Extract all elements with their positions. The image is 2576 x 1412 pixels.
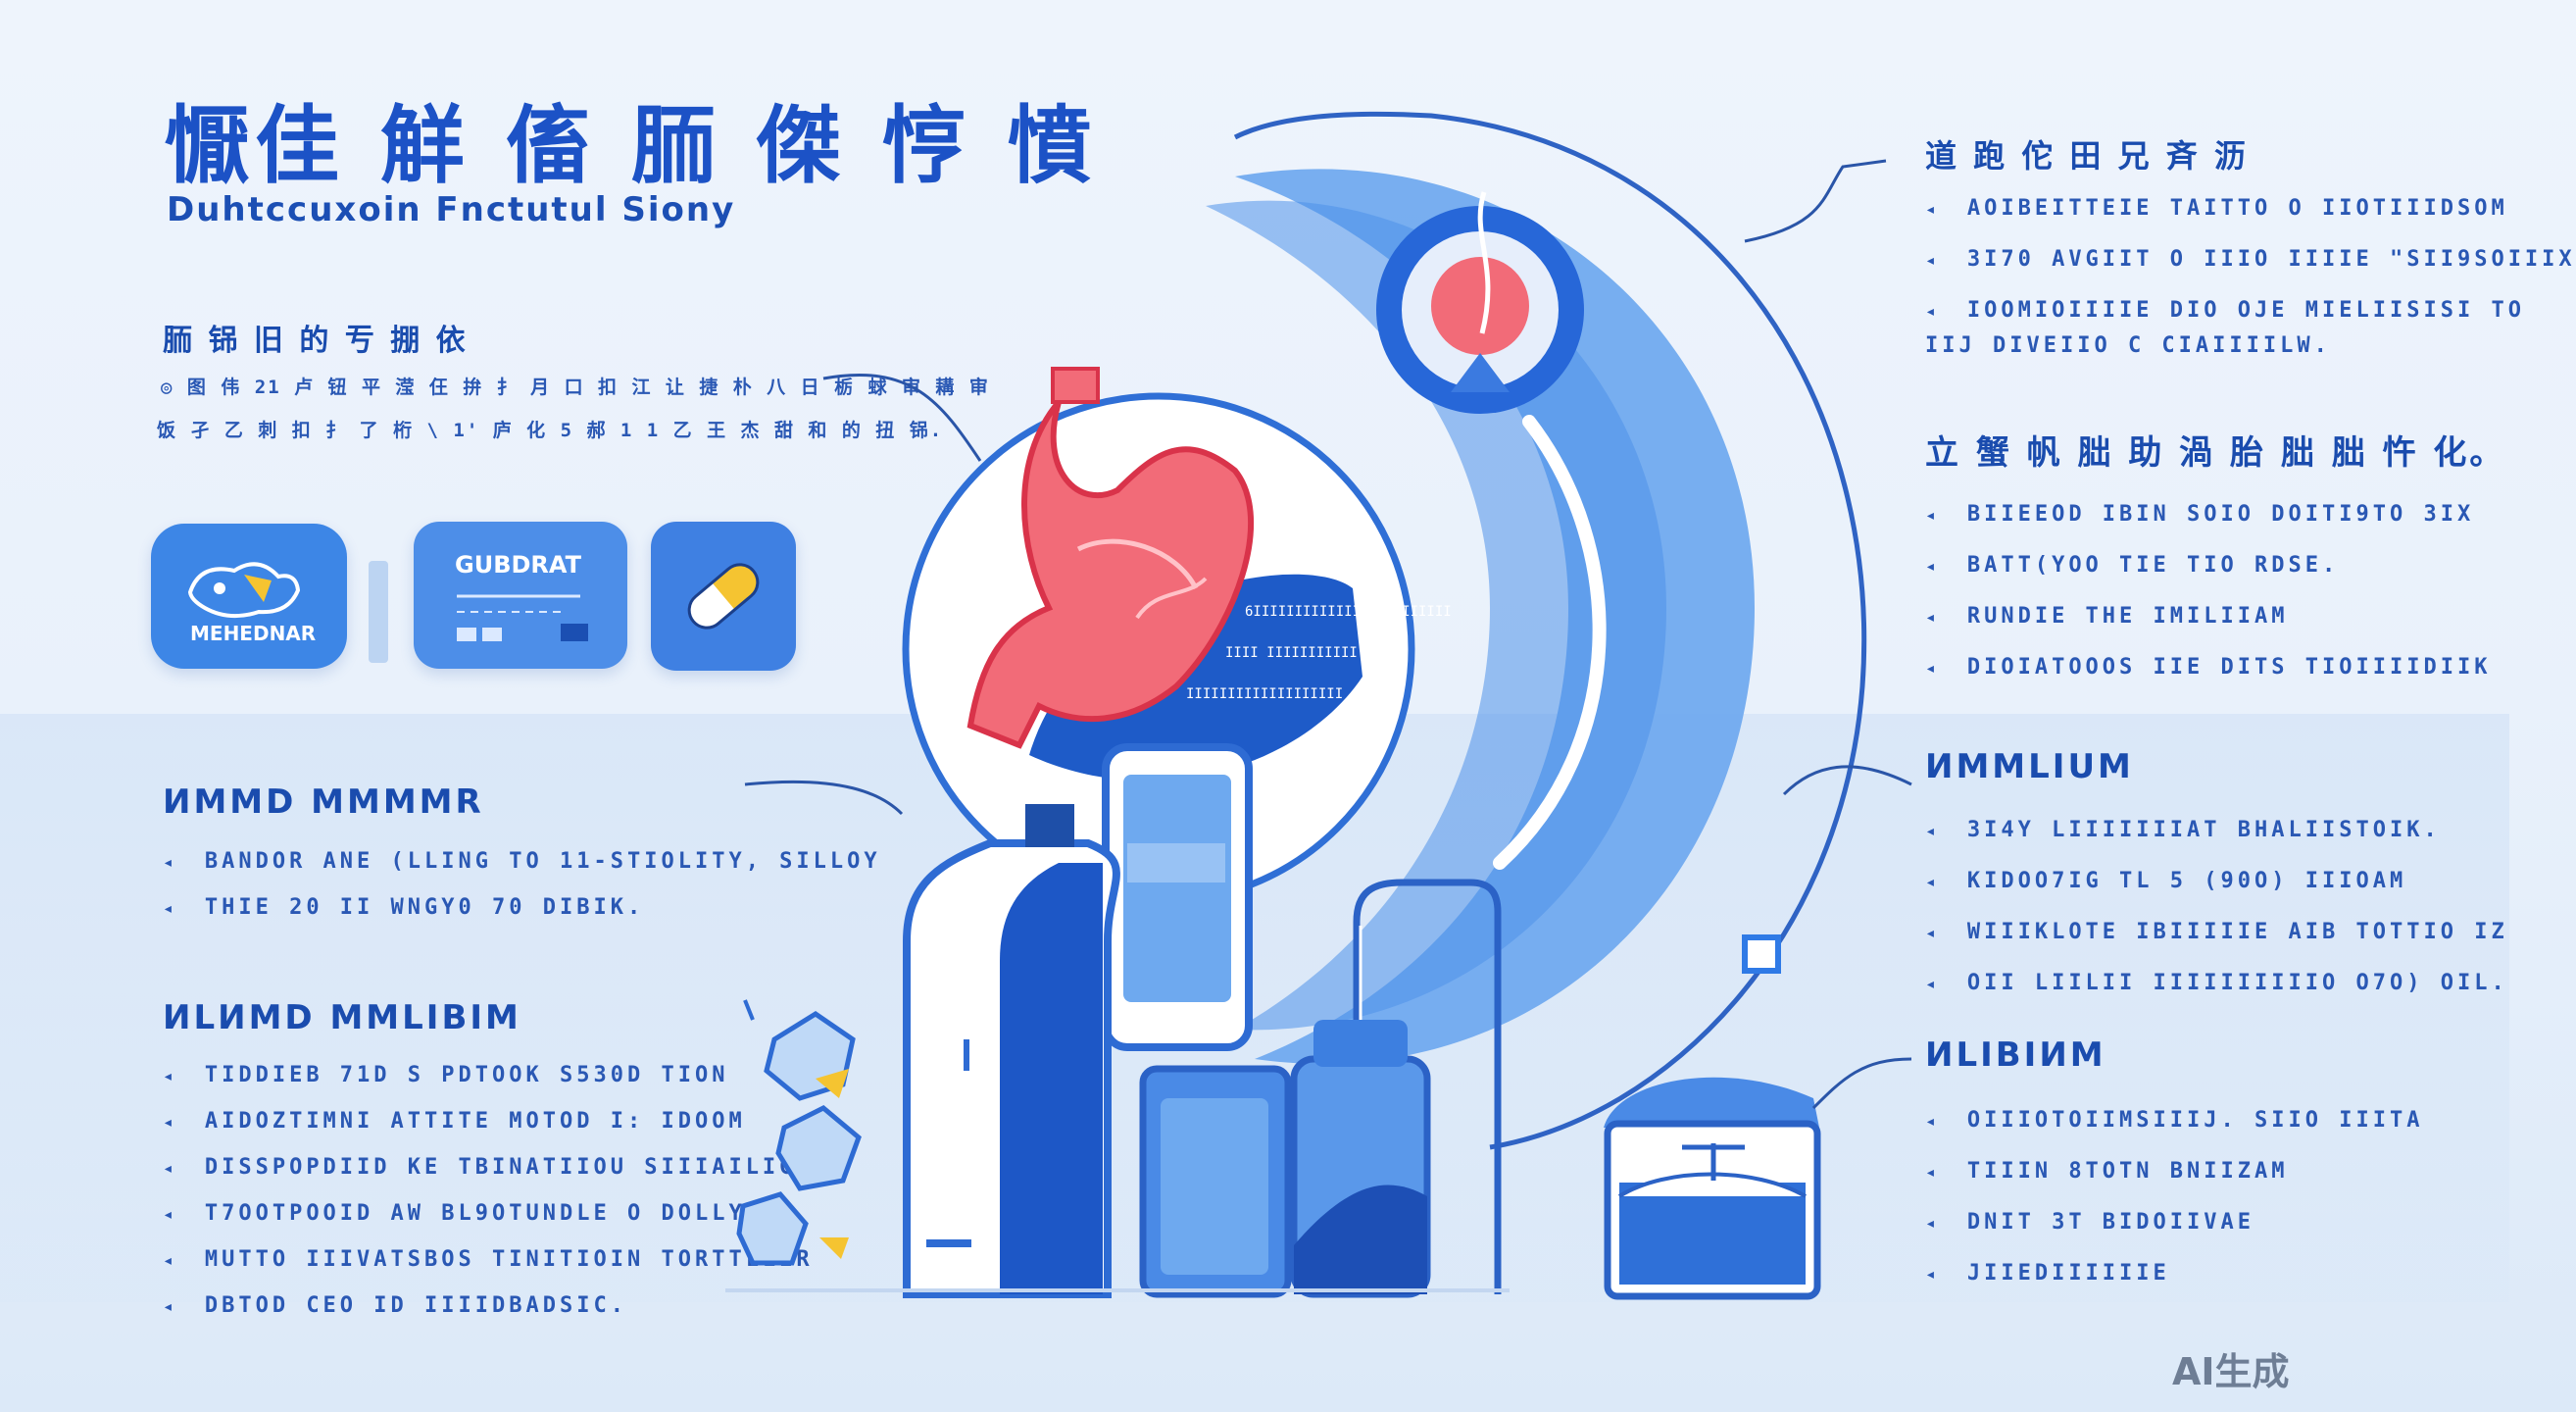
right-block4-list: OIIIOTOIIMSIIIJ. SIIO IIITA TIIIN 8TOTN …: [1925, 1108, 2423, 1312]
right-block2-list: BIIEEOD IBIN SOIO DOITI9TO 3IX BATT(YOO …: [1925, 502, 2491, 706]
intro-line-2: 饭 孑 乙 刺 扣 扌 了 桁 \ 1' 庐 化 5 郝 1 1 乙 王 杰 甜…: [157, 420, 944, 441]
stomach-icon: [966, 367, 1255, 749]
right-block4-heading: ИLIBIИM: [1925, 1035, 2106, 1075]
list-item: OII LIILII IIIIIIIIIIO O7O) OIL.: [1925, 971, 2508, 995]
central-illustration: 6IIIIIIIIIIIIIIIIIIIIIIII IIII IIIIIIIII…: [725, 111, 1912, 1300]
right-block3-heading: ИMMLIUM: [1925, 747, 2134, 786]
list-item: JIIEDIIIIIIE: [1925, 1261, 2423, 1286]
stomach-outline-icon: [187, 562, 301, 619]
left-section3-list: TIDDIEB 71D S PDTOOK S530D TION AIDOZTIM…: [163, 1063, 814, 1339]
crescent-shape: [1235, 169, 1755, 1064]
left-section3-heading: ИLИMD MMLIBIM: [163, 998, 521, 1037]
list-item: THIE 20 II WNGY0 70 DIBIK.: [163, 895, 881, 920]
list-item: 3I4Y LIIIIIIIAT BHALIISTOIK.: [1925, 818, 2508, 842]
ice-cube-icon: [736, 1011, 862, 1266]
list-item: MUTTO IIIVATSBOS TINITIOIN TORTTLLER: [163, 1247, 814, 1272]
list-item: AOIBEITTEIE TAITTO O IIOTIIIDSOM: [1925, 196, 2576, 221]
list-item: BIIEEOD IBIN SOIO DOITI9TO 3IX: [1925, 502, 2491, 527]
left-section2-heading: ИMMD MMMMR: [163, 782, 484, 822]
icon-card-medicine[interactable]: MEHEDNAR: [151, 524, 347, 669]
icon-card-substrate[interactable]: GUBDRAT: [414, 522, 627, 669]
list-item: WIIIKLOTE IBIIIIIE AIB TOTTIO IZ: [1925, 920, 2508, 944]
list-item: DBTOD CEO ID IIIIDBADSIC.: [163, 1293, 814, 1318]
list-item: KIDOO7IG TL 5 (90O) IIIOAM: [1925, 869, 2508, 893]
right-block3-list: 3I4Y LIIIIIIIAT BHALIISTOIK. KIDOO7IG TL…: [1925, 818, 2508, 1022]
list-item: BATT(YOO TIE TIO RDSE.: [1925, 553, 2491, 578]
page-subtitle: Duhtccuxoin Fnctutul Siony: [167, 190, 736, 229]
list-item: 3I70 AVGIIT O IIIO IIIIE "SII9SOIIIX: [1925, 247, 2576, 272]
card-graphic-icon: [457, 594, 588, 641]
list-item: RUNDIE THE IMILIIAM: [1925, 604, 2491, 629]
list-item: TIDDIEB 71D S PDTOOK S530D TION: [163, 1063, 814, 1087]
icon-card-pill[interactable]: [651, 522, 796, 671]
icon-card-substrate-label: GUBDRAT: [455, 551, 581, 579]
pulse-icon: [1431, 257, 1529, 355]
fluid-shape: [1029, 574, 1362, 782]
list-item: IOOMIOIIIIE DIO OJE MIELIISISI TO: [1925, 298, 2576, 323]
list-item: BANDOR ANE (LLING TO 11-STIOLITY, SILLOY: [163, 849, 881, 874]
fluid-label-2: IIII IIIIIIIIIII: [1225, 645, 1358, 661]
list-item: TIIIN 8TOTN BNIIZAM: [1925, 1159, 2423, 1184]
right-block1-list: AOIBEITTEIE TAITTO O IIOTIIIDSOM 3I70 AV…: [1925, 196, 2576, 349]
right-block1-heading: 道 跑 佗 田 兄 斉 沥: [1925, 137, 2249, 175]
icon-card-medicine-label: MEHEDNAR: [190, 622, 317, 645]
list-item: DIOIATOOOS IIE DITS TIOIIIIDIIK: [1925, 655, 2491, 680]
left-section2-list: BANDOR ANE (LLING TO 11-STIOLITY, SILLOY…: [163, 849, 881, 941]
connector-bar: [369, 561, 388, 663]
right-block2-heading: 立 蟹 帆 胐 助 渦 胎 胐 胐 忤 化。: [1925, 433, 2506, 473]
list-item: DNIT 3T BIDOIIVAE: [1925, 1210, 2423, 1235]
intro-line-1: ◎ 图 伟 21 卢 钮 平 滢 仼 拚 扌 月 口 扣 江 让 捷 朴 八 日…: [161, 377, 990, 398]
outer-arc: [1233, 111, 1867, 1150]
box-lid: [1604, 1077, 1819, 1128]
fluid-label-3: IIIIIIIIIIIIIIIIIII: [1186, 686, 1343, 702]
list-item: DISSPOPDIID KE TBINATIIOU SIIIAILIG: [163, 1155, 814, 1180]
list-item: AIDOZTIMNI ATTITE MOTOD I: IDOOM: [163, 1109, 814, 1134]
marker-square: [1742, 934, 1781, 974]
list-item: T7OOTPOOID AW BL9OTUNDLE O DOLLY: [163, 1201, 814, 1226]
fluid-label-1: 6IIIIIIIIIIIIIIIIIIIIIIII: [1245, 604, 1452, 620]
pill-icon: [687, 563, 760, 630]
page-title: 懨佳 觧 傗 胹 傑 悙 憤: [165, 97, 1098, 195]
right-block1-continuation: IIJ DIVEIIO C CIAIIIILW.: [1925, 333, 2331, 358]
list-item: OIIIOTOIIMSIIIJ. SIIO IIITA: [1925, 1108, 2423, 1133]
ai-generated-watermark: AI生成: [2172, 1350, 2290, 1393]
intro-heading: 胹 铞 旧 的 亐 掤 依: [163, 324, 469, 358]
